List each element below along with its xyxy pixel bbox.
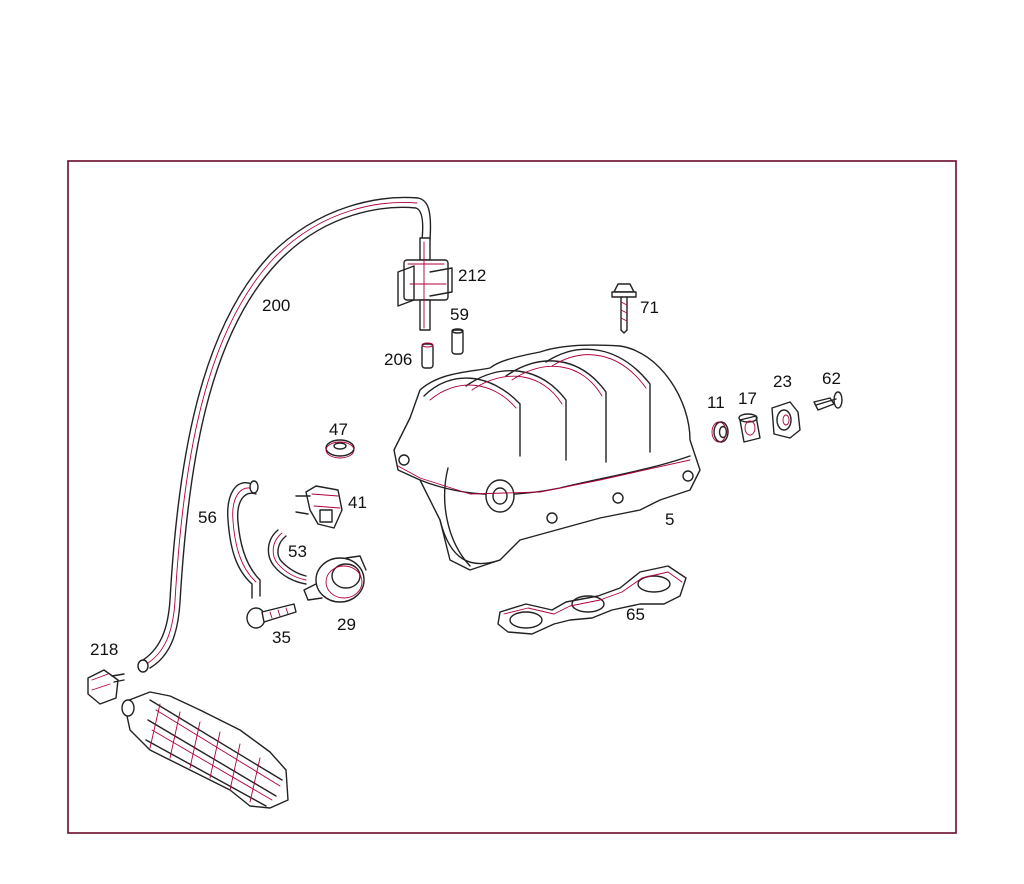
callout-62: 62: [822, 369, 841, 388]
part-35-bolt[interactable]: [246, 603, 297, 629]
part-53-hose[interactable]: [267, 529, 307, 585]
part-218-connector[interactable]: [87, 669, 125, 705]
callout-35: 35: [272, 628, 291, 647]
part-23-cap[interactable]: [771, 401, 801, 439]
callout-17: 17: [738, 389, 757, 408]
callout-23: 23: [773, 372, 792, 391]
callout-218: 218: [90, 640, 118, 659]
air-intake-housing: [121, 691, 289, 809]
part-11-seal-ring[interactable]: [711, 421, 729, 443]
part-5-intake-manifold[interactable]: [393, 344, 701, 571]
callout-200: 200: [262, 296, 290, 315]
part-17-fitting[interactable]: [738, 413, 761, 443]
callout-11: 11: [707, 393, 725, 412]
part-200-hose[interactable]: [137, 196, 432, 673]
part-29-vacuum-unit[interactable]: [303, 555, 367, 603]
diagram-frame: [67, 160, 957, 834]
part-62-screw[interactable]: [813, 391, 843, 411]
part-41-solenoid-valve[interactable]: [295, 485, 343, 529]
part-59-sleeve[interactable]: [451, 328, 464, 355]
part-56-hose[interactable]: [227, 480, 261, 599]
callout-59: 59: [450, 305, 469, 324]
callout-53: 53: [288, 542, 307, 561]
callout-212: 212: [458, 266, 486, 285]
callout-206: 206: [384, 350, 412, 369]
callout-65: 65: [626, 605, 645, 624]
part-71-bolt[interactable]: [611, 283, 637, 334]
callout-5: 5: [665, 510, 674, 529]
callout-71: 71: [640, 298, 659, 317]
part-65-gasket[interactable]: [497, 565, 687, 635]
callout-41: 41: [348, 493, 367, 512]
callout-56: 56: [198, 508, 217, 527]
part-47-grommet[interactable]: [325, 439, 355, 459]
callout-29: 29: [337, 615, 356, 634]
part-206-sleeve[interactable]: [421, 342, 434, 369]
part-212-valve[interactable]: [397, 237, 453, 331]
callout-47: 47: [329, 420, 348, 439]
